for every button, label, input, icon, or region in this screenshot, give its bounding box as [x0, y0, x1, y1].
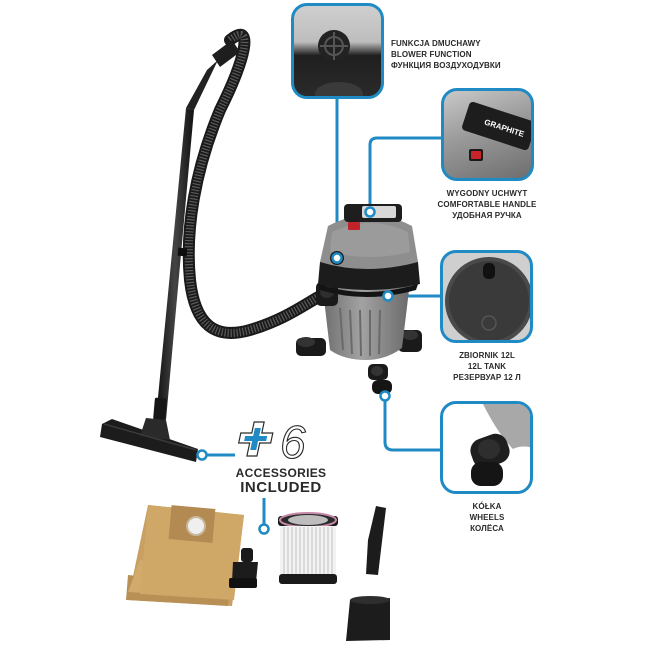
- wheels-connector: [383, 396, 440, 452]
- wheels-detail-image: [440, 401, 533, 494]
- handle-label: WYGODNY UCHWYT COMFORTABLE HANDLE УДОБНА…: [437, 189, 537, 220]
- blower-label: FUNKCJA DMUCHAWY BLOWER FUNCTION ФУНКЦИЯ…: [391, 39, 501, 70]
- handle-detail-image: GRAPHITE: [441, 88, 534, 181]
- blower-port-icon: [315, 30, 363, 96]
- floor-nozzle-dot: [196, 449, 208, 461]
- blower-detail-image: [291, 3, 384, 99]
- handle-dot: [364, 206, 376, 218]
- wheels-label: KÓŁKA WHEELS КОЛЁСА: [469, 502, 505, 533]
- foam-filter: [346, 596, 390, 641]
- hose: [182, 28, 334, 339]
- blower-dot: [331, 252, 343, 264]
- bag-opening: [186, 516, 206, 536]
- handle-connector: [368, 136, 441, 212]
- tank-detail-image: [440, 250, 533, 343]
- wheels-dot: [379, 390, 391, 402]
- hepa-filter: [278, 512, 338, 584]
- floor-nozzle: [100, 418, 198, 462]
- hose-cuff: [212, 40, 240, 67]
- accessories-dot: [258, 523, 270, 535]
- accessories-title: ACCESSORIES INCLUDED: [235, 466, 327, 496]
- accessory-count: 6: [280, 418, 306, 464]
- tank-label: ZBIORNIK 12L 12L TANK РЕЗЕРВУАР 12 Л: [453, 351, 521, 382]
- power-switch-icon: [471, 151, 481, 159]
- paper-bag: [126, 505, 244, 606]
- extension-tube: [186, 60, 218, 110]
- front-caster: [368, 364, 392, 394]
- crevice-nozzle: [366, 506, 386, 575]
- plus-six-badge: 6: [238, 418, 307, 464]
- wheel-icon: [478, 439, 500, 459]
- upholstery-brush: [229, 548, 258, 588]
- tank-dot: [382, 290, 394, 302]
